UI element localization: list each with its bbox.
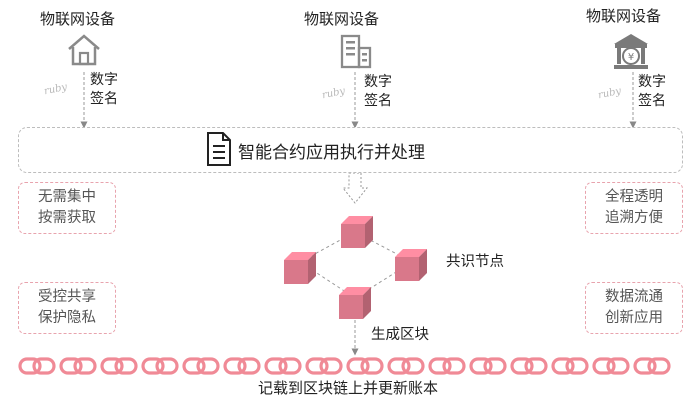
chain-link-icon — [59, 357, 97, 375]
chain-link-icon — [264, 357, 302, 375]
block-cube-right — [395, 249, 427, 281]
chain-link-icon — [100, 357, 138, 375]
feature-box-left-bottom: 受控共享保护隐私 — [18, 282, 116, 334]
smart-contract-bar — [18, 127, 683, 173]
chain-footer-label: 记载到区块链上并更新账本 — [258, 379, 439, 397]
signature-label-left: 数字签名 — [90, 72, 118, 107]
device-label-left: 物联网设备 — [40, 10, 116, 28]
chain-link-icon — [387, 357, 425, 375]
office-building-icon — [340, 34, 372, 69]
hollow-down-arrow-icon — [341, 172, 369, 204]
block-cube-top — [341, 216, 373, 248]
block-cube-bottom — [339, 287, 371, 319]
chain-link-icon — [469, 357, 507, 375]
smart-contract-text: 智能合约应用执行并处理 — [238, 143, 425, 163]
bank-yen-icon: ¥ — [614, 34, 648, 69]
document-icon — [207, 132, 231, 166]
chain-link-icon — [182, 357, 220, 375]
chain-link-icon — [510, 357, 548, 375]
chain-link-icon — [223, 357, 261, 375]
device-label-center: 物联网设备 — [304, 10, 380, 28]
chain-link-icon — [551, 357, 589, 375]
chain-link-icon — [18, 357, 56, 375]
chain-link-icon — [346, 357, 384, 375]
chain-link-icon — [141, 357, 179, 375]
chain-link-icon — [592, 357, 630, 375]
generate-block-label: 生成区块 — [371, 327, 429, 343]
signature-label-center: 数字签名 — [364, 74, 392, 109]
house-icon — [68, 34, 100, 66]
consensus-node-label: 共识节点 — [446, 254, 504, 270]
device-label-right: 物联网设备 — [586, 7, 662, 25]
block-cube-left — [284, 252, 316, 284]
chain-link-icon — [305, 357, 343, 375]
feature-box-left-top: 无需集中按需获取 — [18, 182, 116, 234]
svg-text:¥: ¥ — [628, 52, 634, 63]
feature-box-right-bottom: 数据流通创新应用 — [585, 282, 683, 334]
signature-label-right: 数字签名 — [638, 74, 666, 109]
chain-link-icon — [633, 357, 671, 375]
chain-link-icon — [428, 357, 466, 375]
feature-box-right-top: 全程透明追溯方便 — [585, 182, 683, 234]
